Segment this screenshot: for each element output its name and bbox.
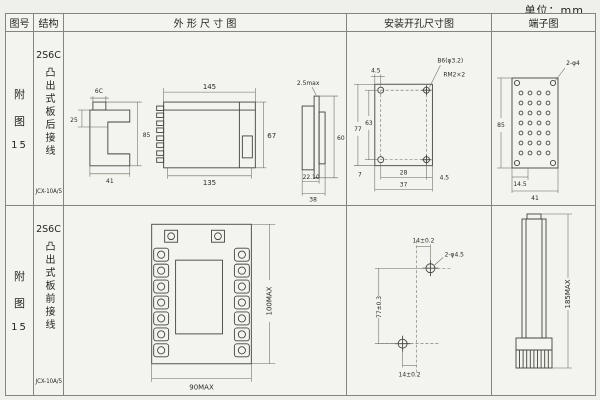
dim-terminal-height: 85 (497, 122, 505, 129)
terminal-drawing-rear-wiring: 2-φ4 85 14.5 41 (497, 60, 580, 202)
fig-number: 15 (11, 140, 28, 151)
dim-side2-height: 185MAX (564, 279, 572, 308)
subtype-label: JCX-10A/5 (35, 188, 62, 195)
mounting-drawing-rear-wiring: 4.5 B6(φ3.2) RM2×2 77 63 7 28 (353, 57, 465, 191)
header-outline: 外 形 尺 寸 图 (64, 14, 347, 32)
side-view-dimensions: 6C 25 85 41 (70, 88, 150, 185)
terminal-dimensions: 2-φ4 85 14.5 41 (497, 60, 580, 202)
drawing-table: 图号 结构 外 形 尺 寸 图 安装开孔尺寸图 端子图 附 图 15 2S6C … (5, 13, 596, 396)
outline-drawing-rear-wiring: 6C 25 85 41 (70, 80, 345, 204)
dim-mount2-bottom-offset: 14±0.2 (399, 371, 421, 378)
side-view-front-wiring (515, 213, 553, 369)
label-mount-hole: B6(φ3.2) (437, 57, 463, 64)
model-label: 2S6C (36, 224, 61, 235)
dim-terminal-width: 41 (531, 195, 539, 202)
dim-front2-width: 90MAX (189, 384, 214, 392)
label-mount-screw: RM2×2 (443, 71, 465, 78)
front-view (156, 101, 256, 168)
dim-mount-edge-offset: 4.5 (371, 67, 381, 74)
mounting-holes (380, 240, 453, 374)
dim-panel-height: 60 (337, 134, 345, 141)
side-view (89, 101, 131, 166)
dim-panel-depth-total: 38 (309, 196, 317, 203)
structure-cell-row1: 2S6C 凸出式板后接线 JCX-10A/5 (34, 32, 64, 206)
model-label: 2S6C (36, 50, 61, 61)
header-fig-no: 图号 (6, 14, 34, 32)
panel-view-dimensions: 2.5max 60 22.10 38 (297, 80, 345, 204)
structure-text: 凸出式板后接线 (43, 67, 54, 158)
dim-mount-width-total: 37 (400, 181, 408, 188)
dim-terminal-offset: 14.5 (513, 181, 527, 188)
fig-char-1: 附 (14, 270, 25, 283)
dim-side-upper: 25 (70, 116, 78, 123)
fig-no-cell-row1: 附 图 15 (6, 32, 34, 206)
fig-no-cell-row2: 附 图 15 (6, 206, 34, 395)
dim-side-height: 85 (143, 131, 151, 138)
header-mounting: 安装开孔尺寸图 (347, 14, 492, 32)
outline-cell-row1: 6C 25 85 41 (64, 32, 347, 206)
front-view-dimensions2: 100MAX 90MAX (151, 223, 276, 392)
mounting-cell-row1: 4.5 B6(φ3.2) RM2×2 77 63 7 28 (347, 32, 492, 206)
mounting-dimensions2: 14±0.2 2-φ4.5 77±0.3 14±0.2 (374, 237, 465, 378)
label-mount2-hole: 2-φ4.5 (445, 251, 465, 258)
terminal-cell-row1: 2-φ4 85 14.5 41 (492, 32, 595, 206)
side-view-dimensions2: 185MAX (541, 213, 572, 369)
dim-front-width-top: 145 (203, 83, 216, 91)
fig-number: 15 (11, 322, 28, 333)
terminal-drawing-front-wiring: 185MAX (515, 213, 572, 369)
dim-panel-thickness: 2.5max (297, 80, 320, 87)
dim-mount-bottom-offset: 7 (358, 171, 362, 178)
dim-side-top: 6C (95, 88, 103, 95)
front-view-front-wiring (151, 223, 252, 365)
fig-char-1: 附 (14, 88, 25, 101)
dim-front2-height: 100MAX (265, 286, 273, 315)
dim-panel-depth-inner: 22.10 (303, 173, 320, 180)
label-terminal-hole: 2-φ4 (566, 60, 580, 67)
dim-front-width-bottom: 135 (203, 178, 216, 186)
mounting-dimensions: 4.5 B6(φ3.2) RM2×2 77 63 7 28 (353, 57, 465, 191)
mounting-plate (374, 83, 433, 166)
mounting-cell-row2: 14±0.2 2-φ4.5 77±0.3 14±0.2 (347, 206, 492, 395)
dim-mount2-height: 77±0.3 (376, 296, 383, 318)
front-view-dimensions: 145 135 67 (163, 83, 276, 186)
header-terminal: 端子图 (492, 14, 595, 32)
panel-view (301, 95, 326, 178)
outline-drawing-front-wiring: 100MAX 90MAX (151, 223, 276, 392)
dim-mount2-top-offset: 14±0.2 (412, 237, 434, 244)
structure-cell-row2: 2S6C 凸出式板前接线 JCX-10A/5 (34, 206, 64, 395)
outline-cell-row2: 100MAX 90MAX (64, 206, 347, 395)
dim-front-height: 67 (267, 131, 276, 139)
dim-side-width: 41 (106, 177, 114, 184)
subtype-label: JCX-10A/5 (35, 378, 62, 385)
dim-mount-hole-spacing: 28 (400, 169, 408, 176)
mounting-drawing-front-wiring: 14±0.2 2-φ4.5 77±0.3 14±0.2 (374, 237, 465, 378)
dim-mount-right-offset: 4.5 (440, 174, 450, 181)
fig-char-2: 图 (14, 115, 25, 128)
terminal-board (511, 77, 559, 168)
dim-mount-height-outer: 77 (354, 125, 362, 132)
header-structure: 结构 (34, 14, 64, 32)
terminal-cell-row2: 185MAX (492, 206, 595, 395)
dim-mount-height-inner: 63 (365, 119, 373, 126)
fig-char-2: 图 (14, 297, 25, 310)
structure-text: 凸出式板前接线 (43, 241, 54, 332)
